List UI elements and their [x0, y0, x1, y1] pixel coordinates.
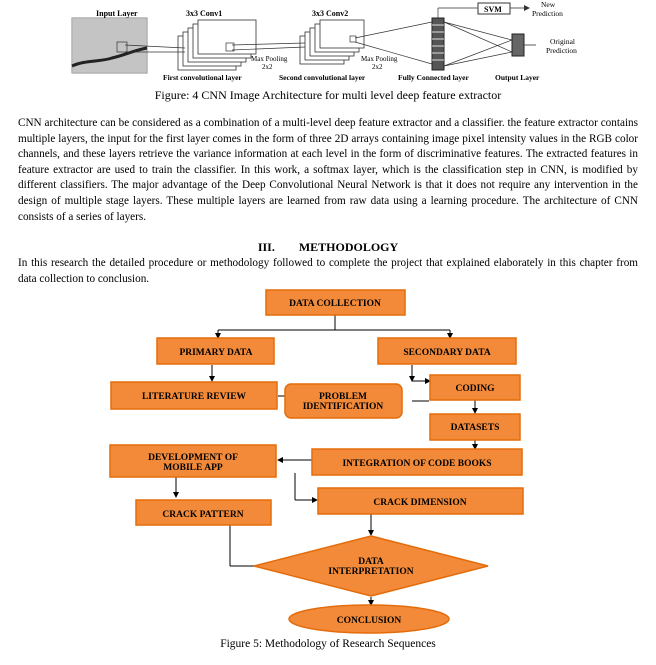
original-prediction-line2: Prediction [546, 46, 577, 55]
svm-label: SVM [484, 5, 502, 14]
node-data-interpretation-line1: DATA [358, 557, 384, 567]
original-prediction-line1: Original [550, 37, 575, 46]
projection-lines [116, 21, 433, 65]
pool2-size: 2x2 [372, 63, 383, 71]
svm-arrowhead [524, 5, 530, 11]
node-data-collection-label: DATA COLLECTION [289, 299, 381, 309]
node-coding: CODING [429, 374, 521, 401]
fully-connected-column [431, 17, 445, 71]
fc-connections [437, 7, 513, 67]
new-prediction-line2: Prediction [532, 9, 563, 18]
pool2-label: Max Pooling [361, 55, 398, 63]
node-literature-review: LITERATURE REVIEW [110, 381, 278, 410]
body-paragraph: CNN architecture can be considered as a … [18, 117, 638, 223]
node-secondary-data-label: SECONDARY DATA [403, 348, 491, 358]
section-number: III. [257, 240, 275, 254]
figure4-caption: Figure: 4 CNN Image Architecture for mul… [154, 88, 502, 102]
flow-connectors [173, 315, 478, 606]
node-datasets: DATASETS [429, 413, 521, 441]
conv2-label: 3x3 Conv2 [312, 9, 348, 18]
node-primary-data-label: PRIMARY DATA [179, 348, 252, 358]
output-layer-block [511, 33, 525, 57]
conv1-feature-maps [177, 19, 257, 71]
conv1-label: 3x3 Conv1 [186, 9, 222, 18]
node-crack-pattern: CRACK PATTERN [135, 499, 272, 526]
input-layer-label: Input Layer [96, 9, 138, 18]
node-conclusion: CONCLUSION [288, 604, 450, 634]
node-development-mobile-app: DEVELOPMENT OF MOBILE APP [109, 444, 277, 478]
node-datasets-label: DATASETS [451, 423, 500, 433]
node-conclusion-label: CONCLUSION [337, 616, 402, 626]
conv2-feature-maps [299, 19, 365, 65]
node-problem-identification-line2: IDENTIFICATION [303, 402, 384, 412]
fully-connected-label: Fully Connected layer [398, 73, 469, 82]
node-data-interpretation-line2: INTERPRETATION [328, 567, 413, 577]
node-crack-dimension-label: CRACK DIMENSION [373, 498, 466, 508]
new-prediction-line1: New [541, 0, 556, 9]
node-coding-label: CODING [455, 384, 495, 394]
pool1-size: 2x2 [262, 63, 273, 71]
node-primary-data: PRIMARY DATA [156, 337, 275, 365]
node-literature-review-label: LITERATURE REVIEW [142, 392, 247, 402]
node-problem-identification-line1: PROBLEM [319, 392, 367, 402]
methodology-paragraph: In this research the detailed procedure … [18, 257, 638, 285]
node-crack-pattern-label: CRACK PATTERN [162, 510, 243, 520]
first-conv-layer-label: First convolutional layer [163, 73, 242, 82]
second-conv-layer-label: Second convolutional layer [279, 73, 366, 82]
pool1-label: Max Pooling [251, 55, 288, 63]
section-heading: III. METHODOLOGY [0, 240, 656, 255]
node-problem-identification: PROBLEM IDENTIFICATION [284, 383, 403, 419]
svm-box [477, 2, 511, 15]
node-development-line1: DEVELOPMENT OF [148, 453, 238, 463]
node-integration-code-books: INTEGRATION OF CODE BOOKS [311, 448, 523, 476]
section-title: METHODOLOGY [298, 240, 399, 254]
cnn-architecture-figure: Input Layer 3x3 Conv1 3x3 Conv2 Max Pool… [71, 0, 577, 82]
node-data-interpretation: DATA INTERPRETATION [253, 535, 489, 597]
output-layer-label: Output Layer [495, 73, 540, 82]
methodology-flowchart: .box { fill:#f28a3a; stroke:#e46c0a; str… [109, 289, 524, 634]
figure5-caption: Figure 5: Methodology of Research Sequen… [220, 638, 436, 650]
node-integration-label: INTEGRATION OF CODE BOOKS [342, 459, 491, 469]
node-development-line2: MOBILE APP [163, 463, 223, 473]
node-data-collection: DATA COLLECTION [265, 289, 406, 316]
node-crack-dimension: CRACK DIMENSION [317, 487, 524, 515]
node-secondary-data: SECONDARY DATA [377, 337, 517, 365]
crack-line [71, 46, 148, 68]
